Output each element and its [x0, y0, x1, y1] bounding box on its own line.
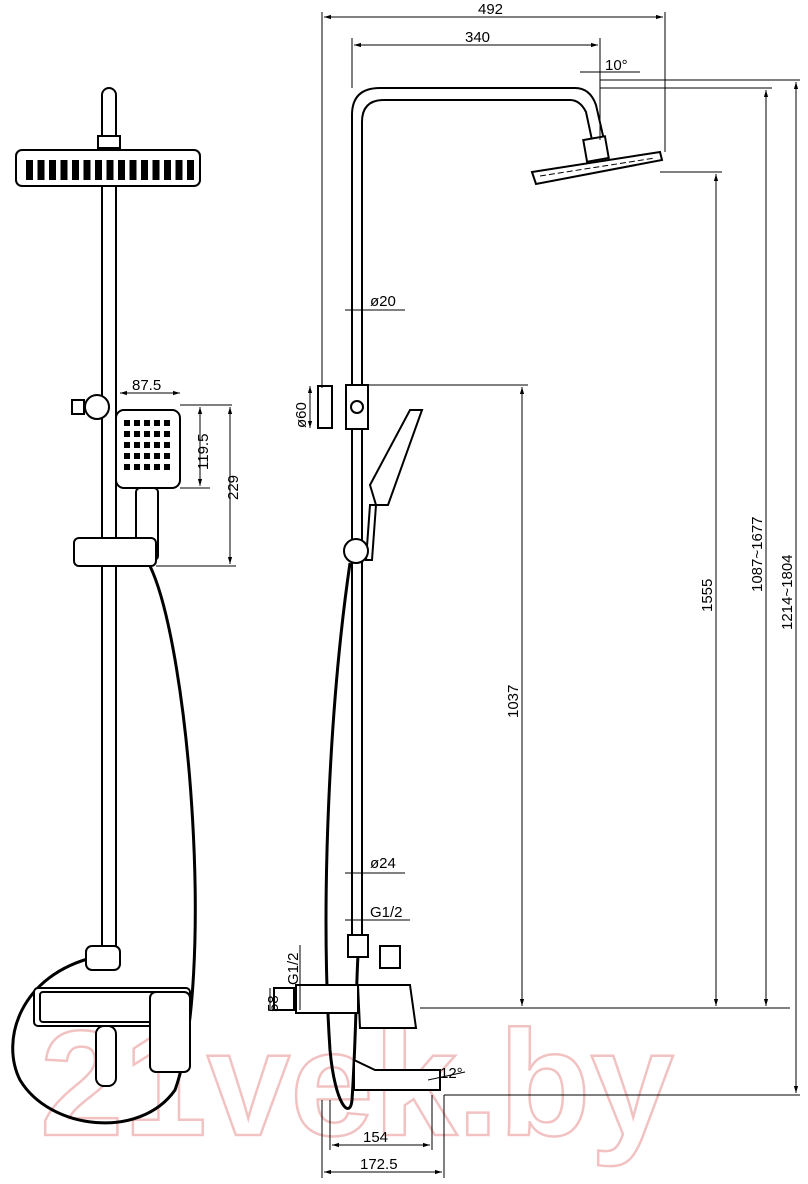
hand-shower-nozzle — [154, 420, 160, 426]
front-view: 87.5 119.5 229 — [11, 87, 242, 1125]
hand-shower-nozzle — [134, 431, 140, 437]
rain-head-nozzle — [129, 160, 137, 180]
side-hose — [324, 562, 360, 1110]
rain-head-nozzle — [118, 160, 125, 180]
rain-head-nozzle — [83, 160, 91, 180]
side-pipe-outer — [351, 87, 605, 945]
hand-shower-nozzle — [154, 453, 160, 459]
hand-shower-nozzle — [134, 453, 140, 459]
dim-head-tilt: 10° — [605, 57, 628, 74]
hand-shower-nozzle — [144, 431, 150, 437]
rain-head-nozzle — [37, 160, 45, 180]
hand-shower-nozzle — [154, 442, 160, 448]
dim-spout-reach: 154 — [363, 1129, 388, 1146]
rain-head-nozzle — [106, 160, 114, 180]
side-slider-plate — [317, 385, 333, 429]
dim-adjustable-range: 1087~1677 — [749, 517, 766, 593]
rain-head-nozzle — [26, 160, 33, 180]
dim-handshower-width: 87.5 — [132, 377, 161, 394]
dim-connector-height: 58 — [265, 995, 282, 1012]
hand-shower-nozzle — [124, 453, 130, 459]
dim-total-height-range: 1214~1804 — [779, 555, 796, 631]
hand-shower-nozzle — [124, 464, 130, 470]
hand-shower-nozzle — [164, 431, 170, 437]
dim-handshower-head-height: 119.5 — [195, 434, 212, 470]
front-top-nut — [97, 135, 121, 149]
rain-head-nozzle — [175, 160, 183, 180]
dim-overall-width: 492 — [478, 1, 503, 18]
hand-shower-nozzle — [154, 464, 160, 470]
side-pipe-inner — [361, 99, 593, 945]
dim-handshower-height: 229 — [225, 475, 242, 500]
dim-thread-top: G1/2 — [370, 904, 403, 921]
front-slider-knob — [84, 394, 110, 420]
rain-head-nozzle — [164, 160, 171, 180]
hand-shower-nozzle — [134, 464, 140, 470]
side-hand-shower — [368, 409, 424, 506]
dim-mixer-depth: 172.5 — [360, 1156, 398, 1173]
dim-head-height: 1555 — [699, 579, 716, 612]
hand-shower-nozzle — [134, 442, 140, 448]
front-diverter — [85, 945, 121, 971]
rain-head-nozzle — [152, 160, 160, 180]
dim-thread-side: G1/2 — [285, 952, 302, 985]
hand-shower-nozzle — [144, 442, 150, 448]
front-hose — [11, 565, 197, 1125]
side-diverter — [347, 934, 369, 958]
dim-slider-height: 1037 — [505, 685, 522, 718]
side-view: 492 340 10° ø20 ø60 ø24 G1/2 G1/2 58 12°… — [265, 1, 800, 1178]
dim-spout-angle: 12° — [440, 1065, 463, 1082]
hand-shower-nozzle — [144, 464, 150, 470]
dim-pipe-diameter-lower: ø24 — [370, 855, 396, 872]
front-mixer — [33, 987, 191, 1087]
front-slider-screw — [71, 399, 85, 415]
side-holder-ball — [343, 538, 369, 564]
dim-arm-length: 340 — [465, 29, 490, 46]
hand-shower-nozzle — [154, 431, 160, 437]
hand-shower-nozzle — [134, 420, 140, 426]
hand-shower-nozzle — [164, 442, 170, 448]
hand-shower-nozzle — [124, 420, 130, 426]
hand-shower-nozzle — [124, 431, 130, 437]
front-rain-head — [15, 149, 201, 187]
rain-head-nozzle — [49, 160, 56, 180]
rain-head-nozzle — [141, 160, 148, 180]
side-mixer — [273, 984, 441, 1091]
rain-head-nozzle — [187, 160, 194, 180]
side-head-connector — [582, 135, 610, 163]
side-rain-head — [530, 150, 664, 186]
rain-head-nozzle — [72, 160, 79, 180]
hand-shower-nozzle — [164, 420, 170, 426]
hand-shower-nozzle — [164, 453, 170, 459]
hand-shower-nozzle — [124, 442, 130, 448]
hand-shower-nozzle — [144, 420, 150, 426]
front-holder — [73, 537, 157, 567]
hand-shower-nozzle — [144, 453, 150, 459]
rain-head-nozzle — [95, 160, 102, 180]
dim-pipe-diameter-upper: ø20 — [370, 293, 396, 310]
rain-head-nozzle — [60, 160, 68, 180]
dim-slider-diameter: ø60 — [293, 402, 310, 428]
hand-shower-nozzle — [164, 464, 170, 470]
